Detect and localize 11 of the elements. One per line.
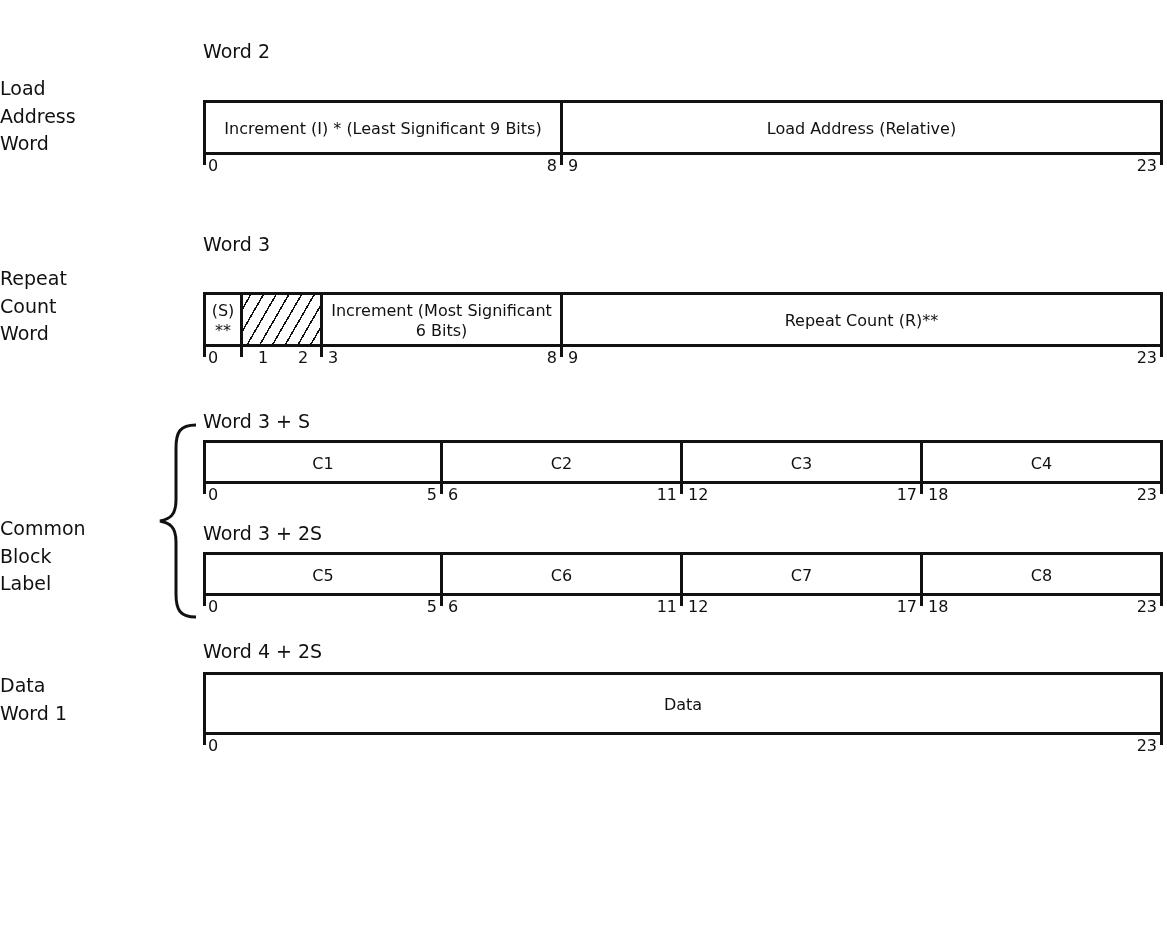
row-label: Load Address Word bbox=[0, 76, 77, 157]
word-heading: Word 2 bbox=[203, 40, 270, 62]
word-heading: Word 3 bbox=[203, 233, 270, 255]
word-heading: Word 3 + S bbox=[203, 410, 311, 432]
word-heading: Word 4 + 2S bbox=[203, 640, 323, 662]
row-label: Data Word 1 bbox=[0, 673, 68, 726]
bit-number: 1 bbox=[258, 348, 269, 367]
row-label: Common Block Label bbox=[0, 516, 87, 597]
row-label: Repeat Count Word bbox=[0, 266, 68, 347]
bit-number: 2 bbox=[298, 348, 309, 367]
word-heading: Word 3 + 2S bbox=[203, 522, 323, 544]
